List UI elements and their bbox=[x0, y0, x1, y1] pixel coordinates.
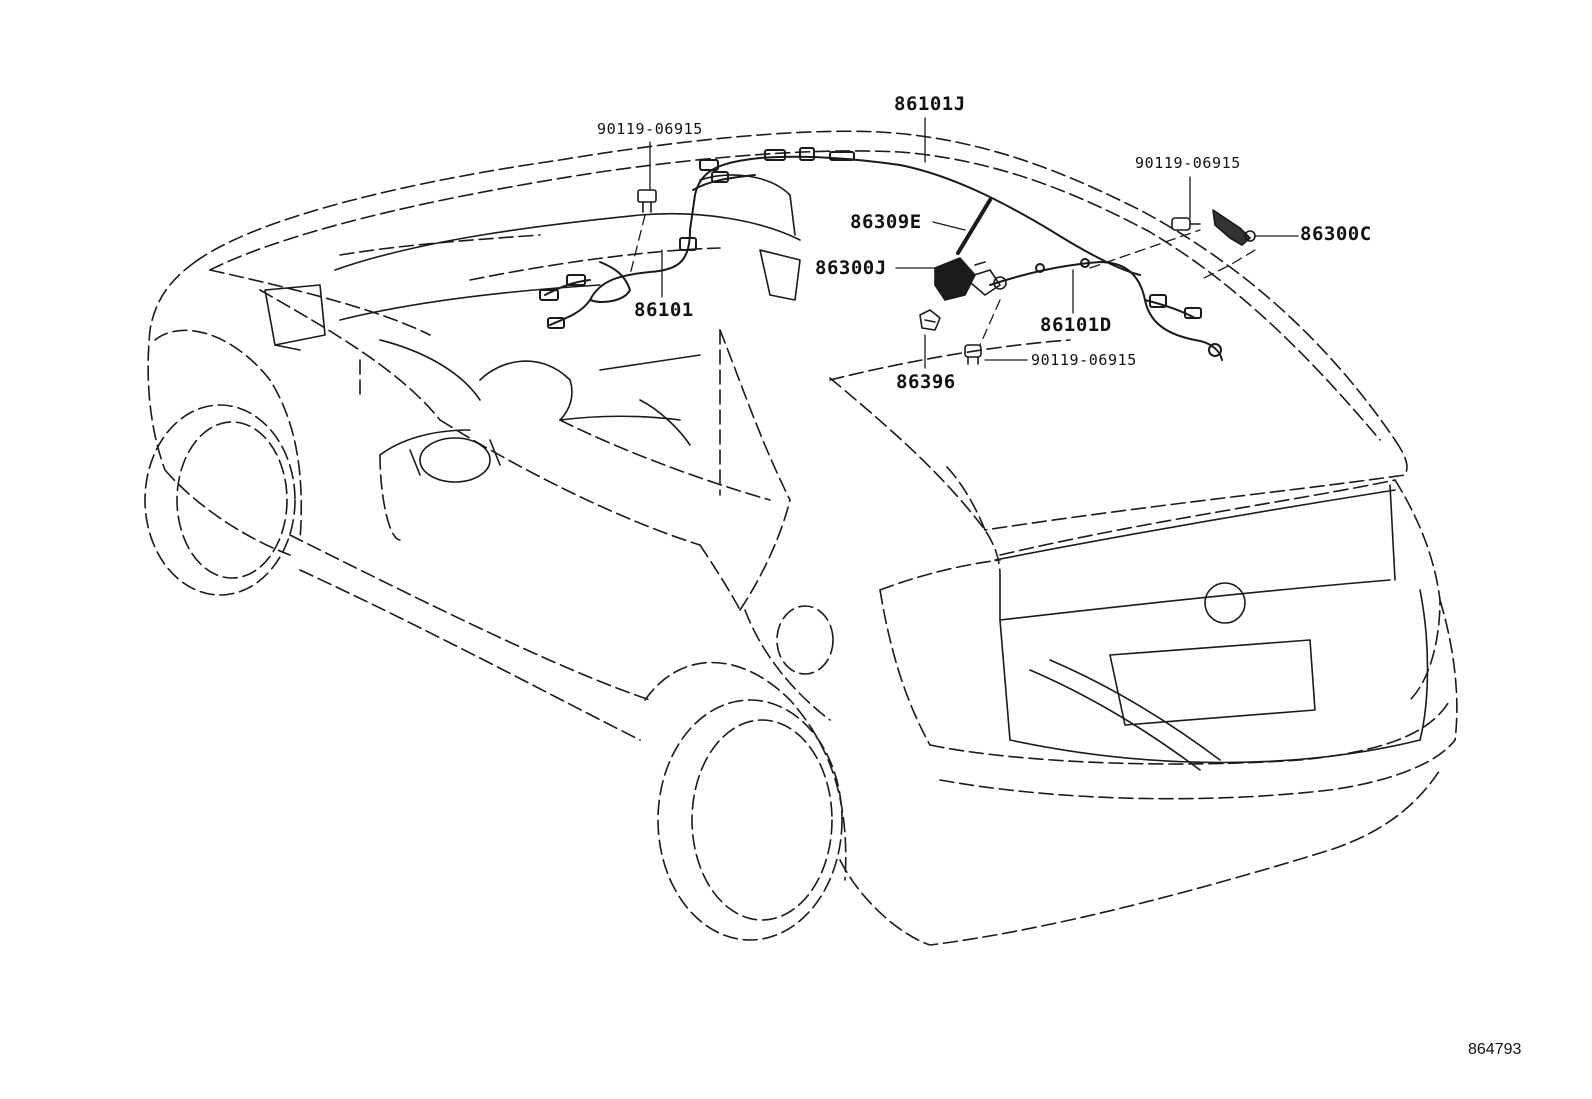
rear-hatch bbox=[994, 484, 1429, 771]
antenna-element-86309E bbox=[956, 198, 992, 255]
leader-lines bbox=[649, 117, 1299, 369]
label-clip: 86396 bbox=[896, 371, 956, 393]
clip-86396 bbox=[919, 309, 941, 331]
label-bolt-center: 90119-06915 bbox=[1031, 351, 1137, 369]
illustration-number: 864793 bbox=[1468, 1041, 1522, 1058]
locator-lines bbox=[629, 214, 1256, 346]
wire-harness-86101D bbox=[989, 258, 1223, 361]
label-harness-rear: 86101D bbox=[1040, 314, 1112, 336]
bolt-rear-icon bbox=[1171, 217, 1201, 231]
label-bolt-front: 90119-06915 bbox=[597, 120, 703, 138]
wire-harness-86101 bbox=[539, 194, 697, 329]
rear-wheel bbox=[644, 661, 847, 941]
wire-harness-86101J bbox=[692, 147, 1141, 276]
car-body-outline bbox=[147, 130, 1458, 946]
bolt-center-icon bbox=[964, 344, 982, 365]
antenna-assembly-86300J bbox=[934, 257, 1007, 301]
front-wheel bbox=[144, 329, 303, 596]
label-bolt-rear: 90119-06915 bbox=[1135, 154, 1241, 172]
label-antenna-assy: 86300J bbox=[815, 257, 887, 279]
label-harness-roof: 86101J bbox=[894, 93, 966, 115]
label-antenna-element: 86309E bbox=[850, 211, 922, 233]
dashboard bbox=[264, 174, 801, 483]
label-harness-main: 86101 bbox=[634, 299, 694, 321]
bolt-front-icon bbox=[637, 189, 657, 213]
antenna-base-86300C bbox=[1212, 209, 1256, 246]
label-antenna-base-right: 86300C bbox=[1300, 223, 1372, 245]
